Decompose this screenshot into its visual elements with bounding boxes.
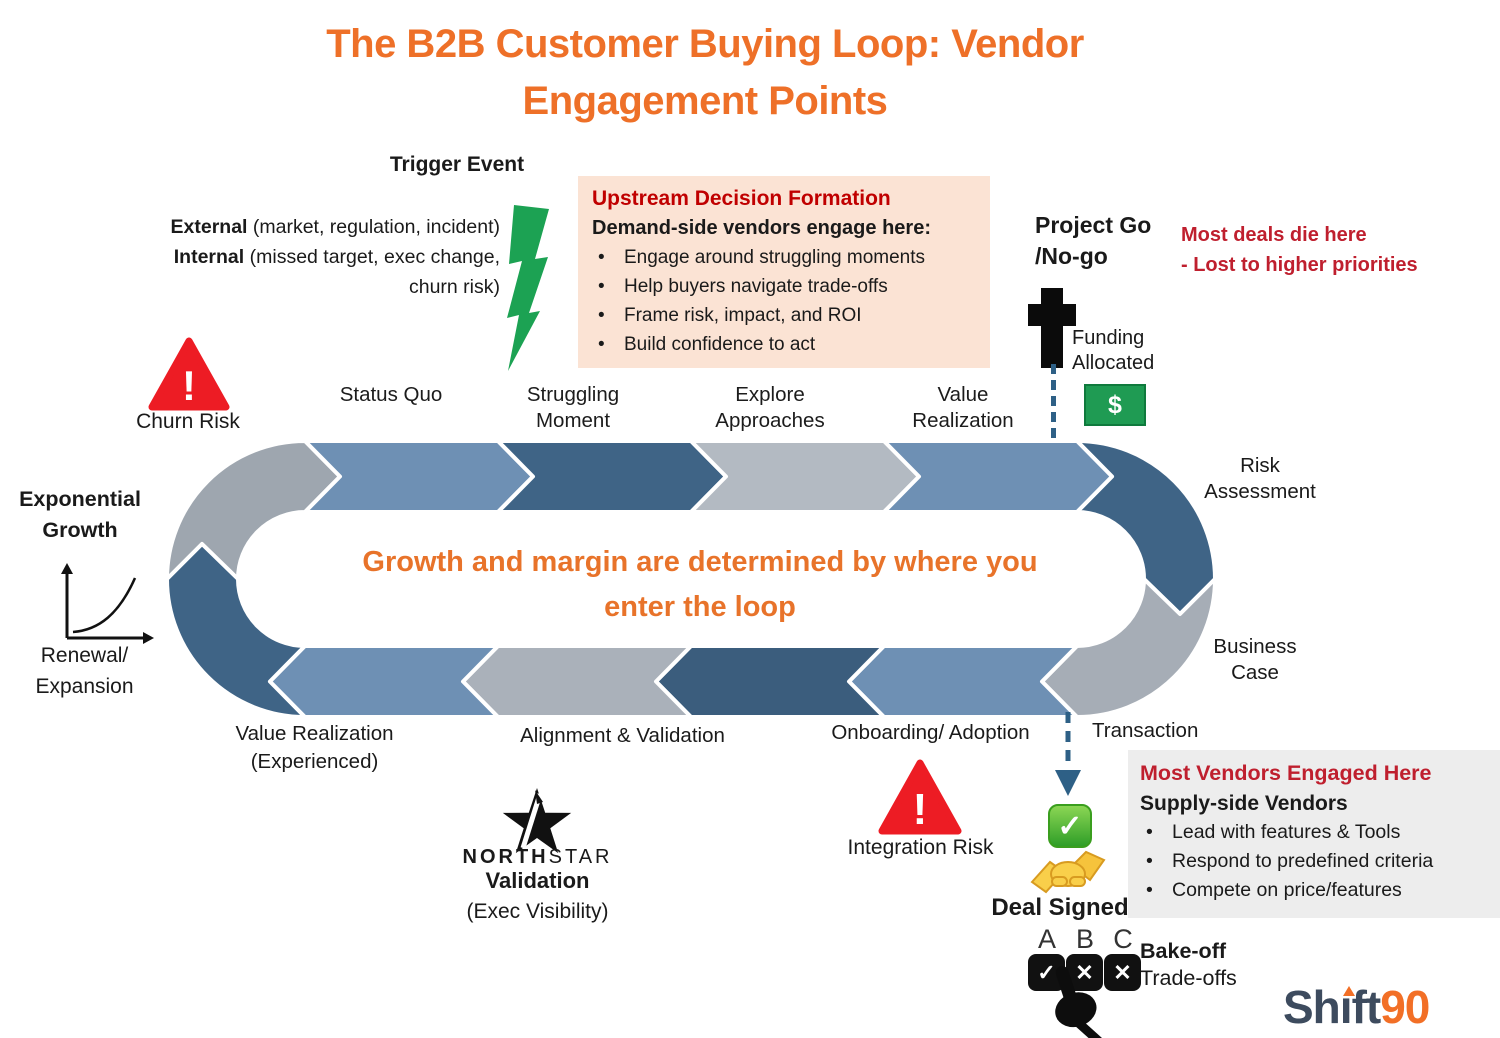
upstream-box-subtitle: Demand-side vendors engage here: — [592, 217, 931, 239]
vendors-bullet: •Lead with features & Tools — [1140, 818, 1490, 847]
vendor-letter-c: C — [1113, 924, 1133, 954]
loop-chevron-value-realization — [882, 439, 1114, 514]
handshake-icon — [1030, 850, 1106, 894]
checkbox-vendor-c-rejected: ✕ — [1104, 954, 1141, 991]
project-go-label: Project Go /No-go — [1035, 212, 1152, 269]
upstream-decision-box: Upstream Decision Formation Demand-side … — [578, 176, 990, 368]
upstream-bullet: •Frame risk, impact, and ROI — [592, 301, 976, 330]
svg-text:!: ! — [182, 362, 196, 409]
stage-status-quo: Status Quo — [339, 383, 443, 406]
loop-arc-bottom-left-renewal — [165, 542, 307, 719]
renewal-expansion-label: Renewal/ Expansion — [35, 644, 134, 698]
churn-risk-warning-icon: ! — [148, 337, 230, 411]
stage-risk-assessment: Risk Assessment — [1204, 454, 1316, 503]
integration-risk-warning-icon: ! — [878, 759, 962, 835]
bullet-icon: • — [1146, 879, 1153, 901]
funding-dashed-line — [1051, 364, 1056, 438]
northstar-validation-block: NORTHSTAR Validation (Exec Visibility) — [455, 846, 620, 924]
internal-examples-cont: churn risk) — [408, 276, 500, 298]
most-deals-note: Most deals die here - Lost to higher pri… — [1181, 224, 1418, 276]
vendors-box-title: Most Vendors Engaged Here — [1140, 761, 1432, 785]
stage-explore-approaches: Explore Approaches — [715, 383, 825, 432]
loop-arc-risk-assessment — [1075, 439, 1217, 616]
bullet-icon: • — [598, 276, 605, 297]
check-mark-icon: ✓ — [1048, 804, 1092, 848]
page-title: The B2B Customer Buying Loop: Vendor Eng… — [250, 16, 1160, 130]
external-label: External — [170, 216, 248, 238]
loop-chevron-explore-approaches — [689, 439, 921, 514]
external-examples: (market, regulation, incident) — [247, 216, 500, 238]
stage-transaction: Transaction — [1092, 719, 1199, 742]
exponential-growth-chart-icon — [61, 563, 154, 644]
lightning-bolt-icon — [507, 205, 549, 371]
center-message: Growth and margin are determined by wher… — [362, 546, 1038, 623]
upstream-bullet: •Help buyers navigate trade-offs — [592, 272, 976, 301]
bullet-icon: • — [598, 305, 605, 326]
northstar-brand-bold: NORTH — [462, 846, 549, 868]
northstar-exec-visibility: (Exec Visibility) — [466, 900, 609, 923]
deal-signed-label: Deal Signed — [991, 894, 1129, 921]
svg-text:!: ! — [913, 785, 928, 834]
transaction-down-arrow — [1055, 712, 1081, 796]
trigger-event-description: External (market, regulation, incident) … — [100, 212, 500, 302]
page-title-line2: Engagement Points — [522, 79, 888, 123]
loop-chevron-unlabeled — [654, 644, 886, 719]
exponential-growth-label: Exponential Growth — [19, 487, 141, 542]
vendors-bullet: •Compete on price/features — [1140, 876, 1490, 905]
northstar-validation-label: Validation — [485, 868, 590, 893]
stage-struggling-moment: Struggling Moment — [526, 383, 620, 432]
stage-value-realization: Value Realization — [912, 383, 1014, 432]
stage-alignment-validation: Alignment & Validation — [520, 724, 725, 747]
vendor-letter-a: A — [1037, 924, 1056, 954]
loop-chevron-value-realization-experienced — [268, 644, 500, 719]
cross-icon — [1028, 288, 1076, 368]
supply-side-vendors-box: Most Vendors Engaged Here Supply-side Ve… — [1128, 750, 1500, 918]
stage-onboarding-adoption: Onboarding/ Adoption — [831, 721, 1030, 744]
upstream-bullet: •Engage around struggling moments — [592, 243, 976, 272]
vendor-letter-b: B — [1075, 924, 1094, 954]
funding-allocated-label: Funding Allocated — [1072, 327, 1155, 374]
loop-chevron-onboarding-adoption — [847, 644, 1079, 719]
loop-arc-business-case — [1040, 577, 1217, 719]
stage-value-realization-experienced: Value Realization (Experienced) — [235, 722, 394, 773]
bullet-icon: • — [598, 334, 605, 355]
bullet-icon: • — [1146, 821, 1153, 843]
bakeoff-label: Bake-off Trade-offs — [1140, 939, 1237, 990]
page-title-line1: The B2B Customer Buying Loop: Vendor — [326, 22, 1084, 66]
internal-examples: (missed target, exec change, — [244, 246, 500, 268]
stage-business-case: Business Case — [1213, 635, 1297, 684]
north-star-icon — [502, 788, 572, 854]
northstar-brand-light: STAR — [548, 846, 613, 868]
churn-risk-label: Churn Risk — [136, 410, 240, 433]
vendors-box-subtitle: Supply-side Vendors — [1140, 792, 1348, 815]
loop-chevron-status-quo — [303, 439, 535, 514]
trigger-event-label: Trigger Event — [389, 153, 525, 176]
bullet-icon: • — [598, 247, 605, 268]
loop-chevron-alignment-validation — [461, 644, 693, 719]
vendors-bullet: •Respond to predefined criteria — [1140, 847, 1490, 876]
upstream-box-title: Upstream Decision Formation — [592, 187, 891, 210]
bullet-icon: • — [1146, 850, 1153, 872]
dollar-icon: $ — [1084, 384, 1146, 426]
internal-label: Internal — [173, 246, 245, 268]
logo-triangle-icon — [1343, 986, 1355, 996]
upstream-bullet: •Build confidence to act — [592, 330, 976, 359]
tap-hand-icon — [1055, 966, 1103, 1038]
loop-chevron-struggling-moment — [496, 439, 728, 514]
buying-loop-diagram — [165, 439, 1217, 719]
loop-arc-top-left — [165, 439, 342, 581]
integration-risk-label: Integration Risk — [847, 836, 994, 859]
